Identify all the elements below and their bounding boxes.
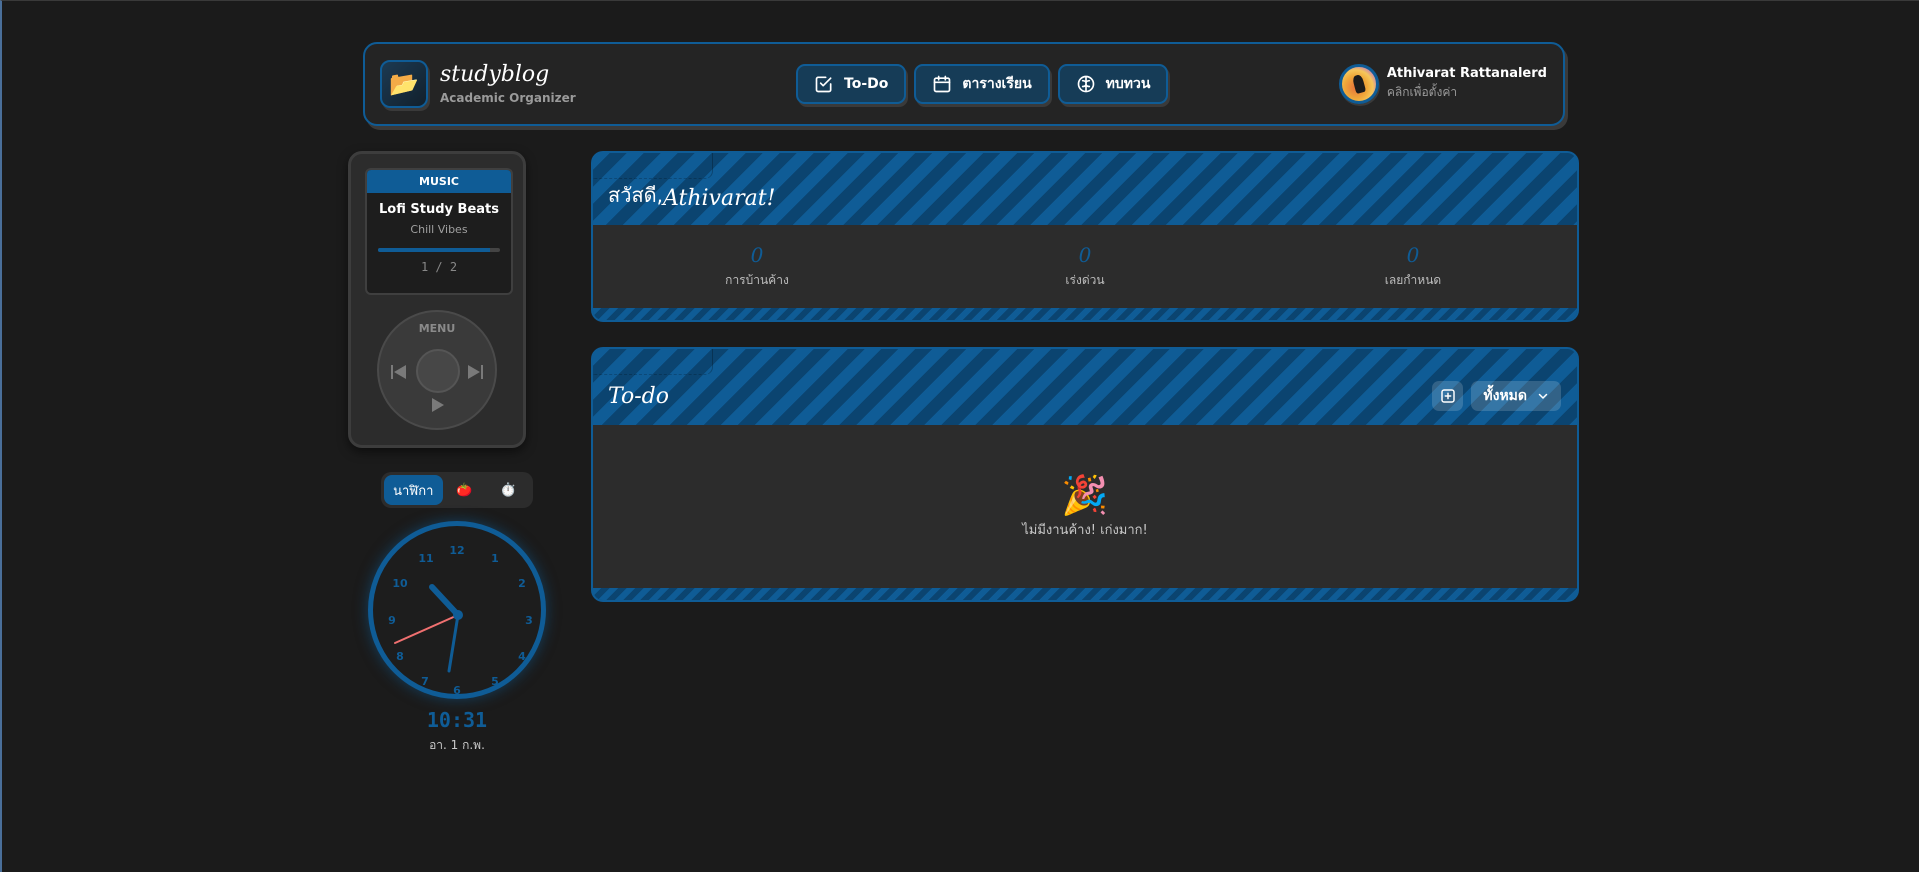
- stopwatch-mode-button[interactable]: ⏱️: [486, 475, 530, 505]
- center-select-button[interactable]: [416, 349, 460, 393]
- plus-square-icon: [1441, 389, 1455, 403]
- clock-number: 1: [491, 552, 499, 565]
- clock-number: 4: [518, 650, 526, 663]
- todo-header: To-do ทั้งหมด: [593, 349, 1577, 425]
- checkbox-icon: [815, 76, 832, 93]
- nav-todo-label: To-Do: [844, 76, 889, 92]
- clock-number: 7: [421, 675, 429, 688]
- track-progress-bar[interactable]: [378, 248, 500, 252]
- avatar[interactable]: [1338, 64, 1379, 104]
- pomodoro-mode-button[interactable]: 🍅: [443, 475, 487, 505]
- stat-overdue[interactable]: 0 เลยกำหนด: [1249, 225, 1577, 308]
- skip-forward-icon[interactable]: [467, 364, 483, 383]
- track-counter: 1 / 2: [420, 260, 458, 274]
- greeting-name: Athivarat!: [663, 186, 776, 211]
- clock-face: 12 1 2 3 4 5 6 7 8 9 10 11: [388, 544, 533, 697]
- minute-hand: [447, 613, 460, 673]
- todo-list-empty: 🎉 ไม่มีงานค้าง! เก่งมาก!: [593, 425, 1577, 588]
- brand-subtitle: Academic Organizer: [440, 91, 576, 105]
- stat-pending-homework[interactable]: 0 การบ้านค้าง: [593, 225, 921, 308]
- brand-logo-emoji: 📂: [389, 70, 419, 98]
- analog-clock: 12 1 2 3 4 5 6 7 8 9 10 11: [368, 521, 546, 699]
- card-footer-stripes: [593, 588, 1577, 600]
- click-wheel[interactable]: MENU: [377, 310, 497, 430]
- track-progress-fill: [378, 248, 491, 252]
- todo-title: To-do: [608, 384, 669, 409]
- stat-value: 0: [1078, 243, 1092, 267]
- brain-icon: [1077, 75, 1094, 93]
- todo-actions: ทั้งหมด: [1432, 381, 1561, 411]
- clock-number: 3: [525, 614, 533, 627]
- nav-schedule-label: ตารางเรียน: [962, 76, 1032, 92]
- greeting-prefix: สวัสดี,: [608, 183, 663, 207]
- music-header: MUSIC: [367, 170, 511, 193]
- card-tab-decoration: [593, 349, 713, 375]
- add-todo-button[interactable]: [1432, 381, 1464, 411]
- clock-mode-switch: นาฬิกา 🍅 ⏱️: [381, 472, 533, 508]
- track-title: Lofi Study Beats: [379, 202, 499, 217]
- clock-pivot: [453, 610, 463, 620]
- stat-value: 0: [750, 243, 764, 267]
- nav-schedule-button[interactable]: ตารางเรียน: [914, 64, 1050, 104]
- filter-value: ทั้งหมด: [1483, 388, 1527, 404]
- party-popper-icon: 🎉: [1061, 473, 1109, 517]
- stat-label: เลยกำหนด: [1384, 273, 1442, 287]
- hour-hand: [429, 584, 461, 618]
- nav-review-button[interactable]: ทบทวน: [1057, 64, 1169, 104]
- clock-mode-button[interactable]: นาฬิกา: [384, 475, 443, 505]
- chevron-down-icon: [1538, 393, 1548, 399]
- tomato-icon: 🍅: [456, 482, 473, 498]
- stopwatch-icon: ⏱️: [500, 482, 517, 498]
- clock-number: 12: [449, 544, 464, 557]
- nav-review-label: ทบทวน: [1105, 76, 1151, 92]
- digital-time: 10:31: [426, 708, 488, 732]
- todo-card: To-do ทั้งหมด 🎉 ไม่มีงานค้าง! เก่งมาก!: [591, 347, 1579, 602]
- user-settings-hint: คลิกเพื่อตั้งค่า: [1386, 85, 1458, 99]
- clock-number: 9: [388, 614, 396, 627]
- track-artist: Chill Vibes: [410, 223, 468, 236]
- skip-back-icon[interactable]: [391, 364, 407, 383]
- menu-button[interactable]: MENU: [418, 322, 456, 335]
- greeting-header: สวัสดี, Athivarat!: [593, 153, 1577, 225]
- music-screen: MUSIC Lofi Study Beats Chill Vibes 1 / 2: [365, 168, 513, 295]
- play-icon[interactable]: [431, 397, 445, 416]
- clock-number: 8: [396, 650, 404, 663]
- stat-value: 0: [1406, 243, 1420, 267]
- stat-label: เร่งด่วน: [1065, 273, 1105, 287]
- stats-row: 0 การบ้านค้าง 0 เร่งด่วน 0 เลยกำหนด: [593, 225, 1577, 308]
- card-footer-stripes: [593, 308, 1577, 320]
- main-nav: To-Do ตารางเรียน ทบทวน: [796, 64, 1169, 104]
- digital-date: อา. 1 ก.พ.: [429, 738, 485, 752]
- calendar-icon: [934, 75, 951, 93]
- nav-todo-button[interactable]: To-Do: [796, 64, 907, 104]
- user-name: Athivarat Rattanalerd: [1386, 66, 1547, 81]
- clock-number: 10: [392, 577, 408, 590]
- empty-state-text: ไม่มีงานค้าง! เก่งมาก!: [1022, 523, 1148, 538]
- folder-icon: 📂: [380, 60, 428, 108]
- stat-label: การบ้านค้าง: [725, 273, 789, 287]
- greeting-card: สวัสดี, Athivarat! 0 การบ้านค้าง 0 เร่งด…: [591, 151, 1579, 322]
- clock-number: 6: [453, 684, 461, 697]
- clock-number: 2: [518, 577, 526, 590]
- brand-title: studyblog: [440, 62, 550, 87]
- card-tab-decoration: [593, 153, 713, 179]
- clock-number: 5: [491, 675, 499, 688]
- clock-number: 11: [418, 552, 433, 565]
- music-player: MUSIC Lofi Study Beats Chill Vibes 1 / 2…: [348, 151, 526, 448]
- user-profile[interactable]: Athivarat Rattanalerd คลิกเพื่อตั้งค่า: [1338, 64, 1547, 104]
- stat-urgent[interactable]: 0 เร่งด่วน: [921, 225, 1249, 308]
- brand[interactable]: 📂 studyblog Academic Organizer: [380, 60, 576, 108]
- top-header: 📂 studyblog Academic Organizer To-Do ตาร…: [363, 42, 1565, 126]
- todo-filter-select[interactable]: ทั้งหมด: [1471, 381, 1561, 411]
- second-hand: [394, 614, 459, 644]
